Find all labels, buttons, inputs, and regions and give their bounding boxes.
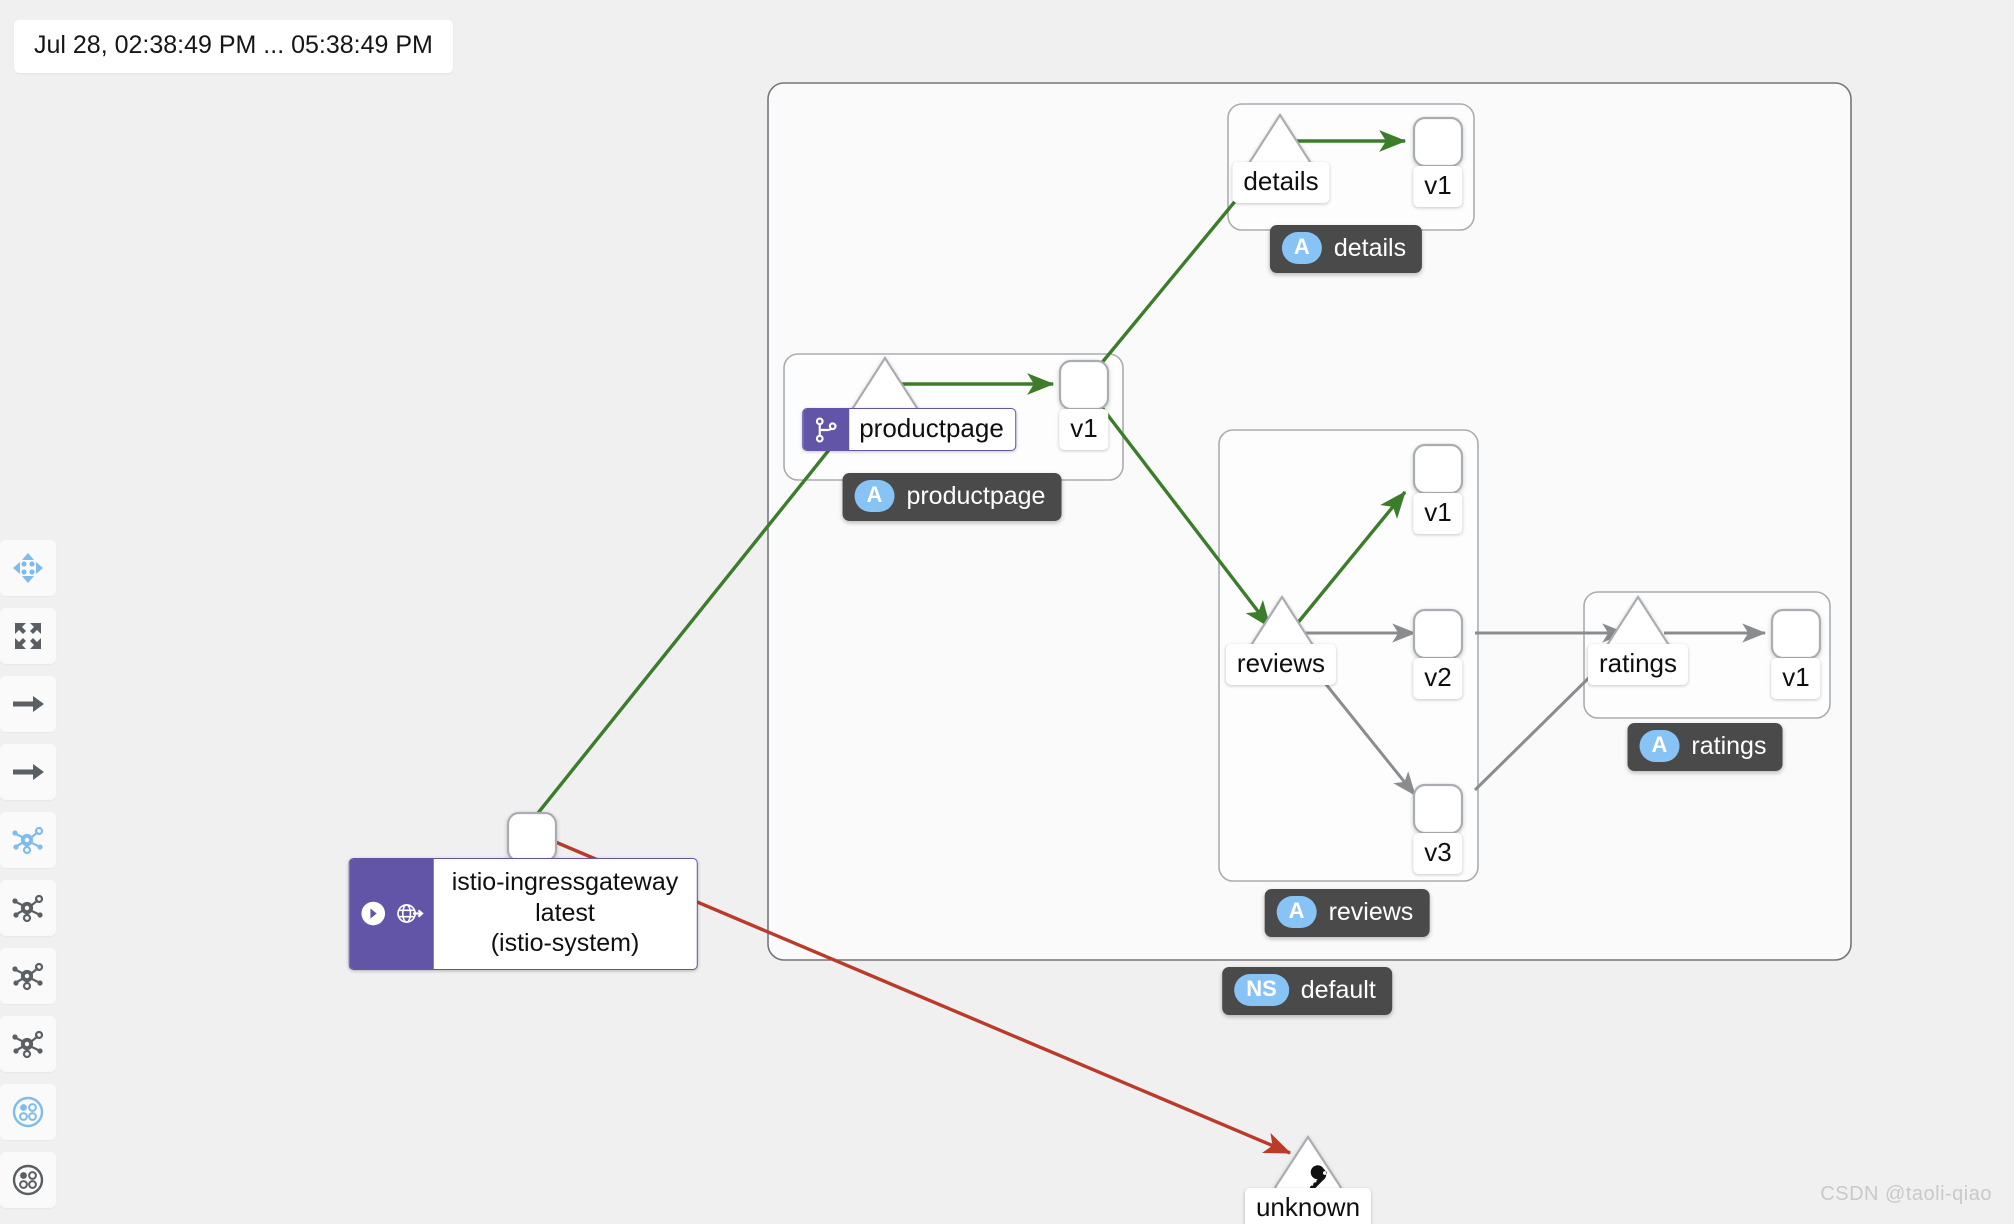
workload-node-ratings-v1[interactable]: [1770, 608, 1822, 660]
fit-to-screen-icon[interactable]: [0, 608, 56, 664]
workload-label-details-v1[interactable]: v1: [1413, 166, 1463, 208]
graph-toolbar[interactable]: [0, 540, 56, 1208]
app-badge-productpage-pill: A: [854, 480, 895, 513]
app-box-reviews[interactable]: [1218, 429, 1479, 882]
namespace-badge-label: default: [1300, 975, 1376, 1004]
namespace-badge-pill: NS: [1234, 974, 1289, 1007]
gateway-label-text: istio-ingressgateway latest (istio-syste…: [434, 859, 697, 969]
gateway-line-3: (istio-system): [490, 929, 640, 957]
virtual-service-icon: [803, 409, 850, 451]
arrow-right-icon-2[interactable]: [0, 744, 56, 800]
topology-layout-icon-1[interactable]: [0, 812, 56, 868]
arrow-circle-right-icon: [361, 901, 386, 926]
gateway-label-istio-ingressgateway[interactable]: istio-ingressgateway latest (istio-syste…: [348, 858, 698, 970]
app-badge-reviews-pill: A: [1276, 896, 1317, 929]
globe-arrow-icon: [397, 904, 424, 924]
workload-node-productpage-v1[interactable]: [1058, 359, 1110, 411]
workload-node-istio-ingressgateway[interactable]: [506, 811, 558, 863]
workload-label-ratings-v1[interactable]: v1: [1771, 658, 1821, 700]
workload-node-details-v1[interactable]: [1412, 116, 1464, 168]
service-label-ratings[interactable]: ratings: [1587, 644, 1689, 686]
gateway-icons: [349, 859, 434, 969]
workload-node-reviews-v2[interactable]: [1412, 608, 1464, 660]
workload-label-productpage-v1[interactable]: v1: [1059, 409, 1109, 451]
workload-node-reviews-v3[interactable]: [1412, 783, 1464, 835]
topology-layout-icon-2[interactable]: [0, 880, 56, 936]
edge-productpage-v1-to-reviews[interactable]: [1098, 403, 1272, 629]
gateway-line-1: istio-ingressgateway: [451, 868, 679, 896]
unknown-node[interactable]: [1273, 1134, 1343, 1196]
workload-label-reviews-v3[interactable]: v3: [1413, 833, 1463, 875]
namespace-layout-icon-1[interactable]: [0, 1084, 56, 1140]
app-badge-ratings[interactable]: A ratings: [1627, 723, 1783, 772]
app-badge-ratings-pill: A: [1639, 730, 1680, 763]
workload-node-reviews-v1[interactable]: [1412, 443, 1464, 495]
watermark: CSDN @taoli-qiao: [1820, 1183, 1992, 1205]
workload-label-reviews-v2[interactable]: v2: [1413, 658, 1463, 700]
key-icon: [1309, 1165, 1327, 1189]
unknown-label[interactable]: unknown: [1244, 1188, 1372, 1224]
edge-gateway-to-productpage[interactable]: [528, 398, 871, 825]
service-label-productpage-text: productpage: [859, 413, 1004, 443]
arrow-right-icon-1[interactable]: [0, 676, 56, 732]
app-badge-details[interactable]: A details: [1269, 225, 1423, 274]
gateway-line-2: latest: [535, 898, 595, 927]
app-badge-productpage-label: productpage: [906, 481, 1046, 510]
topology-layout-icon-4[interactable]: [0, 1016, 56, 1072]
app-badge-reviews-label: reviews: [1328, 897, 1414, 926]
namespace-badge-default[interactable]: NS default: [1222, 967, 1392, 1016]
app-badge-details-pill: A: [1281, 232, 1322, 265]
app-badge-ratings-label: ratings: [1691, 731, 1767, 760]
edge-reviews-svc-to-v1[interactable]: [1294, 490, 1407, 627]
app-badge-details-label: details: [1333, 233, 1407, 262]
drag-pan-icon[interactable]: [0, 540, 56, 596]
workload-label-reviews-v1[interactable]: v1: [1413, 493, 1463, 535]
service-label-reviews[interactable]: reviews: [1225, 644, 1337, 686]
service-label-details[interactable]: details: [1232, 162, 1330, 204]
app-badge-reviews[interactable]: A reviews: [1264, 889, 1430, 938]
time-range-display: Jul 28, 02:38:49 PM ... 05:38:49 PM: [14, 20, 453, 73]
service-label-productpage[interactable]: productpage: [802, 408, 1016, 452]
app-badge-productpage[interactable]: A productpage: [842, 473, 1062, 522]
namespace-layout-icon-2[interactable]: [0, 1152, 56, 1208]
topology-layout-icon-3[interactable]: [0, 948, 56, 1004]
